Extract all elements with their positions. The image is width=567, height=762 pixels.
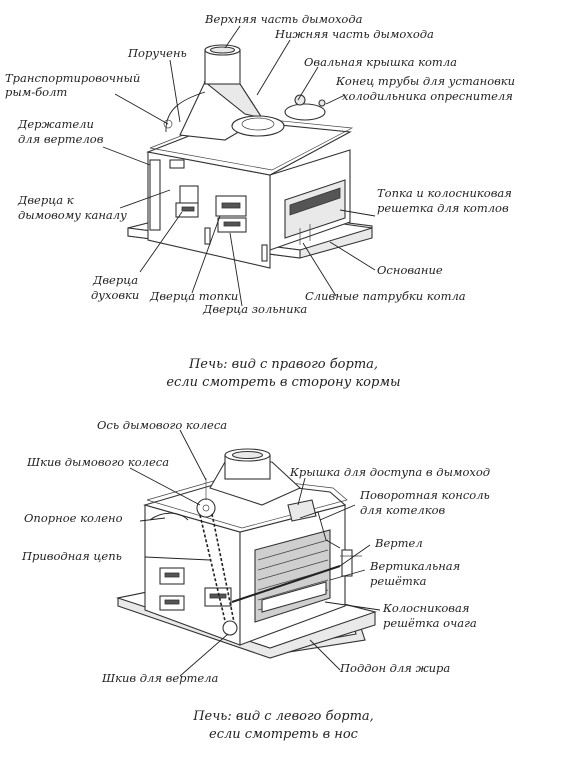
figure2-leader-lines bbox=[129, 429, 381, 677]
label-ash-door: Дверца зольника bbox=[203, 302, 308, 316]
caption-figure1-line2: если смотреть в сторону кормы bbox=[166, 375, 401, 390]
label-pipe-end-line1: Конец трубы для установки bbox=[336, 74, 516, 88]
label-vertical-grate-line1: Вертикальная bbox=[370, 559, 461, 573]
label-drip-tray: Поддон для жира bbox=[340, 661, 451, 675]
label-oven-door-line2: духовки bbox=[91, 288, 140, 302]
label-spit-holders-line2: для вертелов bbox=[18, 132, 104, 146]
label-hearth-grate-line2: решётка очага bbox=[383, 616, 477, 630]
label-flue-door-line1: Дверца к bbox=[18, 193, 74, 207]
label-handrail: Поручень bbox=[128, 46, 187, 60]
label-support-knee: Опорное колено bbox=[24, 511, 123, 525]
label-vertical-grate-line2: решётка bbox=[370, 574, 427, 588]
label-lower-chimney: Нижняя часть дымохода bbox=[275, 27, 434, 41]
label-pipe-end-line2: холодильника опреснителя bbox=[342, 89, 513, 103]
label-oven-door-line1: Дверца bbox=[93, 273, 139, 287]
label-fire-door: Дверца топки bbox=[150, 289, 239, 303]
label-swing-bracket-line2: для котелков bbox=[360, 503, 446, 517]
label-firebox-line2: решетка для котлов bbox=[377, 201, 509, 215]
label-flue-access-lid: Крышка для доступа в дымоход bbox=[290, 465, 491, 479]
label-lifting-eye-line2: рым-болт bbox=[5, 85, 68, 99]
caption-figure2-line2: если смотреть в нос bbox=[209, 727, 358, 742]
label-swing-bracket-line1: Поворотная консоль bbox=[360, 488, 490, 502]
label-spit-holders-line1: Держатели bbox=[18, 117, 94, 131]
caption-figure1-line1: Печь: вид с правого борта, bbox=[188, 357, 379, 372]
label-spit: Вертел bbox=[375, 536, 423, 550]
label-hearth-grate-line1: Колосниковая bbox=[383, 601, 470, 615]
label-base: Основание bbox=[377, 263, 443, 277]
label-spit-pulley: Шкив для вертела bbox=[102, 671, 219, 685]
stove-left-view-drawing bbox=[115, 448, 377, 659]
label-lifting-eye-line1: Транспортировочный bbox=[5, 71, 141, 85]
label-flue-door-line2: дымовому каналу bbox=[18, 208, 127, 222]
label-oval-boiler-lid: Овальная крышка котла bbox=[304, 55, 458, 69]
label-boiler-drains: Сливные патрубки котла bbox=[305, 289, 466, 303]
label-upper-chimney: Верхняя часть дымохода bbox=[205, 12, 363, 26]
caption-figure2-line1: Печь: вид с левого борта, bbox=[193, 709, 374, 724]
label-smoke-wheel-pulley: Шкив дымового колеса bbox=[27, 455, 170, 469]
figure1-leader-lines bbox=[102, 25, 376, 307]
stove-right-view-drawing bbox=[127, 44, 373, 269]
label-smoke-wheel-axis: Ось дымового колеса bbox=[97, 418, 228, 432]
label-drive-chain: Приводная цепь bbox=[22, 549, 122, 563]
label-firebox-line1: Топка и колосниковая bbox=[377, 186, 512, 200]
